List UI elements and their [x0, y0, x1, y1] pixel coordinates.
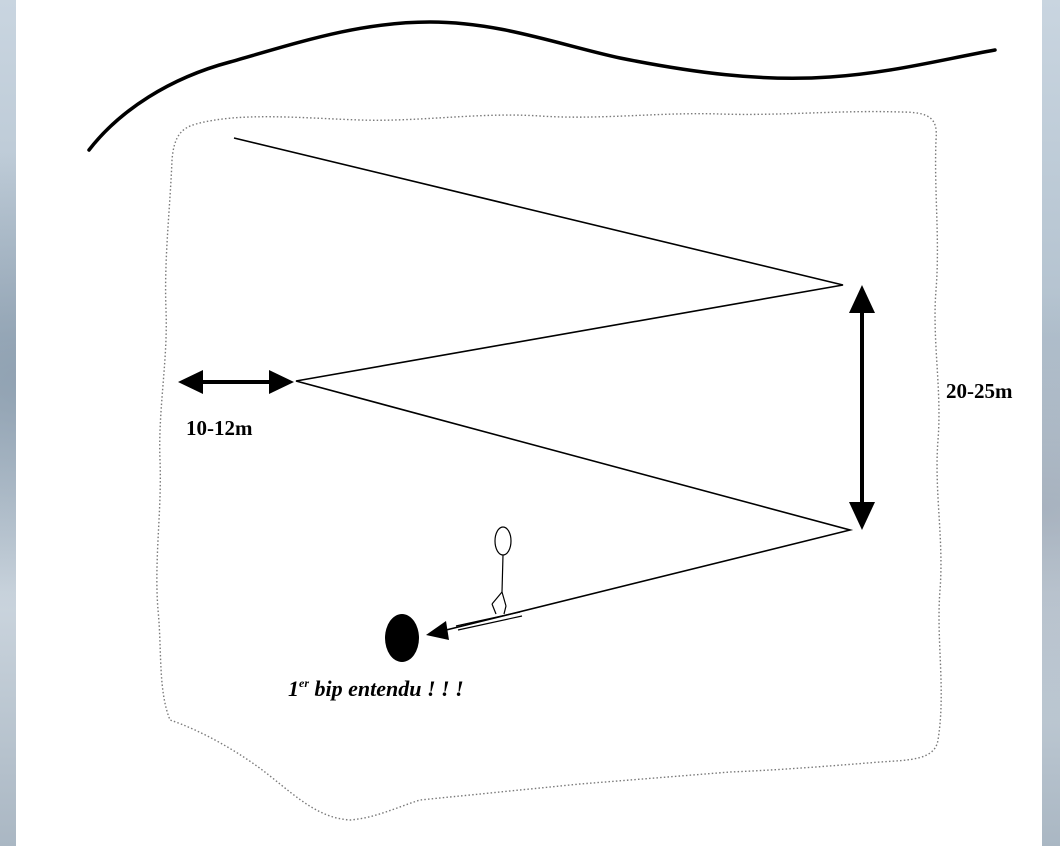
caption-number: 1 — [288, 676, 299, 701]
caption-superscript: er — [299, 676, 309, 690]
ridge-line — [87, 20, 997, 152]
left-spacing-label: 10-12m — [186, 416, 253, 440]
left-spacing-double-arrow — [178, 370, 294, 394]
first-beep-caption: 1er bip entendu ! ! ! — [288, 676, 464, 702]
diagram-panel — [16, 0, 1042, 846]
skier-figure-icon — [455, 526, 523, 631]
avalanche-area-outline — [156, 110, 942, 821]
right-spacing-label: 20-25m — [946, 379, 1013, 403]
victim-marker-icon — [385, 614, 419, 662]
zigzag-search-path — [233, 137, 854, 634]
path-end-arrowhead — [426, 621, 449, 640]
right-spacing-double-arrow — [849, 285, 875, 530]
caption-text: bip entendu ! ! ! — [309, 676, 464, 701]
